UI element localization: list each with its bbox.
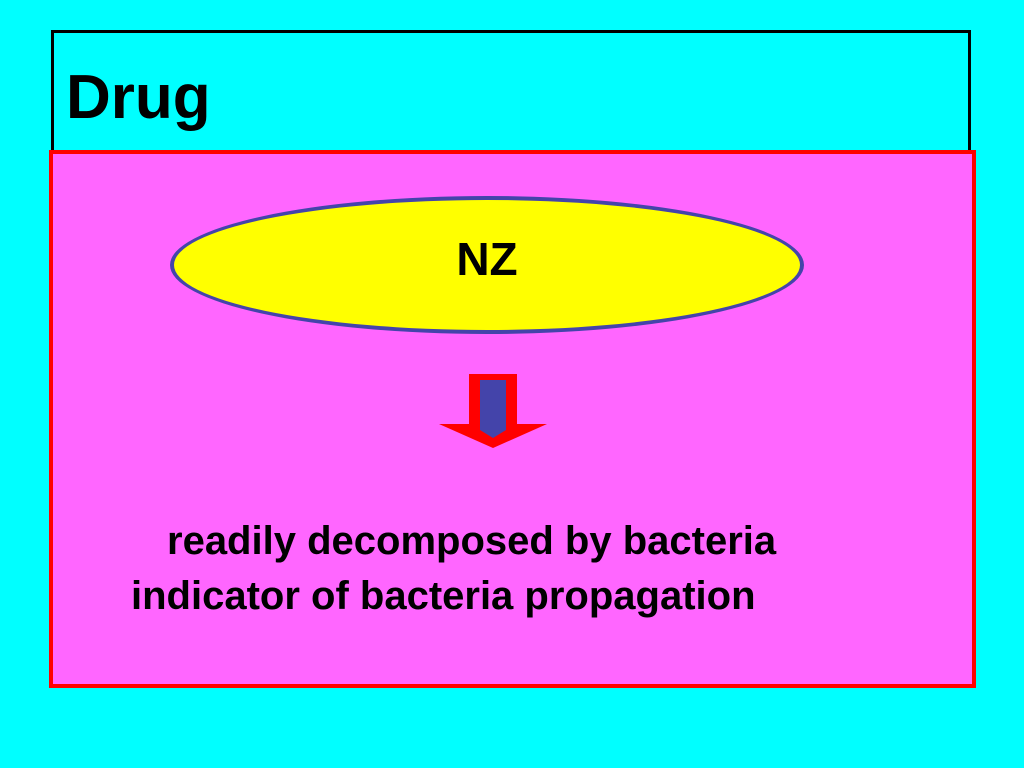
drug-oval: NZ [170, 196, 804, 334]
description-line: readily decomposed by bacteria [167, 519, 777, 563]
down-arrow-icon [439, 374, 547, 448]
description: readily decomposed by bacteria indicator… [131, 514, 911, 624]
content-panel: NZ readily decomposed by bacteria indica… [49, 150, 976, 688]
description-line: indicator of bacteria propagation [131, 574, 756, 618]
title-box: Drug [51, 30, 971, 152]
drug-label: NZ [456, 233, 518, 285]
slide-title: Drug [66, 63, 211, 132]
down-arrow-inner [480, 380, 506, 438]
